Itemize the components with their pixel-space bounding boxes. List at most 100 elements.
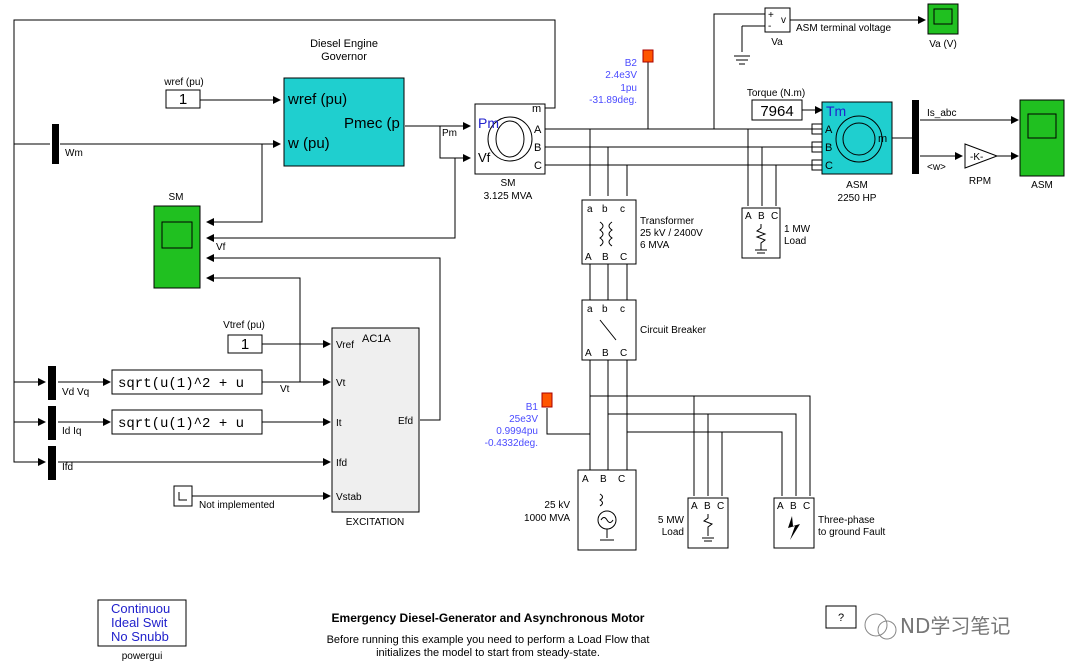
asm-scope[interactable]: [1019, 99, 1065, 177]
sm-b-port: B: [534, 142, 541, 154]
wref-label: wref (pu): [163, 77, 203, 88]
load1-l2: Load: [784, 236, 806, 247]
b2-angle: -31.89deg.: [589, 95, 637, 106]
power-lines: [545, 13, 1019, 496]
asm-scope-label: ASM: [1031, 180, 1053, 191]
governor-title-2: Governor: [321, 51, 367, 63]
fcn-vt-block[interactable]: sqrt(u(1)^2 + u: [111, 369, 263, 395]
asm-name: ASM: [846, 180, 868, 191]
svg-text:A: A: [585, 252, 592, 263]
sm-rating: 3.125 MVA: [484, 191, 533, 202]
transformer-l1: Transformer: [640, 216, 695, 227]
sm-name: SM: [501, 178, 516, 189]
asm-c-port: C: [825, 160, 833, 172]
wref-value: 1: [179, 91, 187, 108]
va-scope-label: Va (V): [929, 39, 957, 50]
powergui-block[interactable]: Continuou Ideal Swit No Snubb: [97, 599, 187, 647]
va-plus: +: [768, 10, 774, 21]
vf-label: Vf: [216, 242, 226, 253]
svg-text:c: c: [620, 304, 625, 315]
b2-voltage: 2.4e3V: [605, 70, 637, 81]
help-button[interactable]: ?: [825, 605, 857, 629]
svg-text:b: b: [602, 304, 608, 315]
svg-text:a: a: [587, 204, 593, 215]
svg-text:B: B: [600, 474, 607, 485]
svg-text:a: a: [587, 304, 593, 315]
source-l1: 25 kV: [544, 500, 570, 511]
not-implemented-label: Not implemented: [199, 500, 275, 511]
asm-b-port: B: [825, 142, 832, 154]
vstab-ground[interactable]: [173, 485, 193, 507]
vtref-label: Vtref (pu): [223, 320, 265, 331]
excitation-name: EXCITATION: [346, 517, 405, 528]
load5-l1: 5 MW: [658, 515, 685, 526]
breaker-label: Circuit Breaker: [640, 325, 707, 336]
va-minus: -: [768, 21, 771, 32]
asm-demux[interactable]: [912, 100, 919, 174]
w-signal-label: <w>: [927, 162, 946, 173]
sm-m-port: m: [532, 103, 541, 115]
va-label: Va: [771, 37, 783, 48]
exc-vref-port: Vref: [336, 340, 354, 351]
vdvq-demux[interactable]: [48, 366, 56, 400]
exc-vt-port: Vt: [336, 378, 346, 389]
watermark: ND学习笔记: [864, 613, 1010, 640]
svg-text:A: A: [691, 501, 698, 512]
sm-scope-label: SM: [169, 192, 184, 203]
gain-text: -K-: [970, 152, 983, 163]
svg-text:C: C: [803, 501, 810, 512]
svg-text:C: C: [771, 211, 778, 222]
footer-line1: Before running this example you need to …: [327, 634, 650, 646]
wref-constant[interactable]: 1: [165, 89, 201, 109]
svg-text:A: A: [585, 348, 592, 359]
asm-rating: 2250 HP: [838, 193, 877, 204]
wm-demux[interactable]: [52, 124, 59, 164]
svg-text:c: c: [620, 204, 625, 215]
ifd-demux[interactable]: [48, 446, 56, 480]
rpm-gain[interactable]: -K-: [964, 143, 999, 169]
b1-pu: 0.9994pu: [496, 426, 538, 437]
sm-scope[interactable]: [153, 205, 201, 289]
va-voltage-measurement[interactable]: + - v: [764, 7, 791, 33]
svg-text:b: b: [602, 204, 608, 215]
b1-bus-marker[interactable]: [541, 392, 553, 408]
b1-name: B1: [526, 402, 539, 413]
b2-bus-marker[interactable]: [642, 49, 654, 63]
svg-text:B: B: [758, 211, 765, 222]
synchronous-machine-block[interactable]: Pm Vf m A B C: [474, 103, 546, 175]
vtref-constant[interactable]: 1: [227, 334, 263, 354]
svg-text:C: C: [717, 501, 724, 512]
diesel-governor-block[interactable]: wref (pu) w (pu) Pmec (p: [283, 77, 405, 167]
exc-ifd-port: Ifd: [336, 458, 347, 469]
svg-text:C: C: [620, 348, 627, 359]
excitation-block[interactable]: AC1A Vref Vt It Ifd Vstab Efd: [331, 327, 420, 513]
powergui-l3: No Snubb: [111, 629, 169, 644]
asynchronous-machine-block[interactable]: Tm A B C m: [821, 101, 893, 175]
fault-l2: to ground Fault: [818, 527, 885, 538]
svg-text:A: A: [777, 501, 784, 512]
vtref-value: 1: [241, 336, 249, 353]
fault-l1: Three-phase: [818, 515, 875, 526]
b1-angle: -0.4332deg.: [485, 438, 538, 449]
asm-a-port: A: [825, 124, 833, 136]
exc-title: AC1A: [362, 333, 391, 345]
ifd-label: Ifd: [62, 462, 73, 473]
svg-text:A: A: [582, 474, 589, 485]
source-l2: 1000 MVA: [524, 513, 570, 524]
idiq-demux[interactable]: [48, 406, 56, 440]
vdvq-label: Vd Vq: [62, 387, 89, 398]
svg-text:B: B: [790, 501, 797, 512]
b2-name: B2: [625, 58, 638, 69]
sm-c-port: C: [534, 160, 542, 172]
pm-label: Pm: [442, 128, 457, 139]
exc-efd-port: Efd: [398, 416, 413, 427]
va-scope[interactable]: [927, 3, 959, 35]
fcn-it-block[interactable]: sqrt(u(1)^2 + u: [111, 409, 263, 435]
torque-constant[interactable]: 7964: [751, 99, 803, 121]
